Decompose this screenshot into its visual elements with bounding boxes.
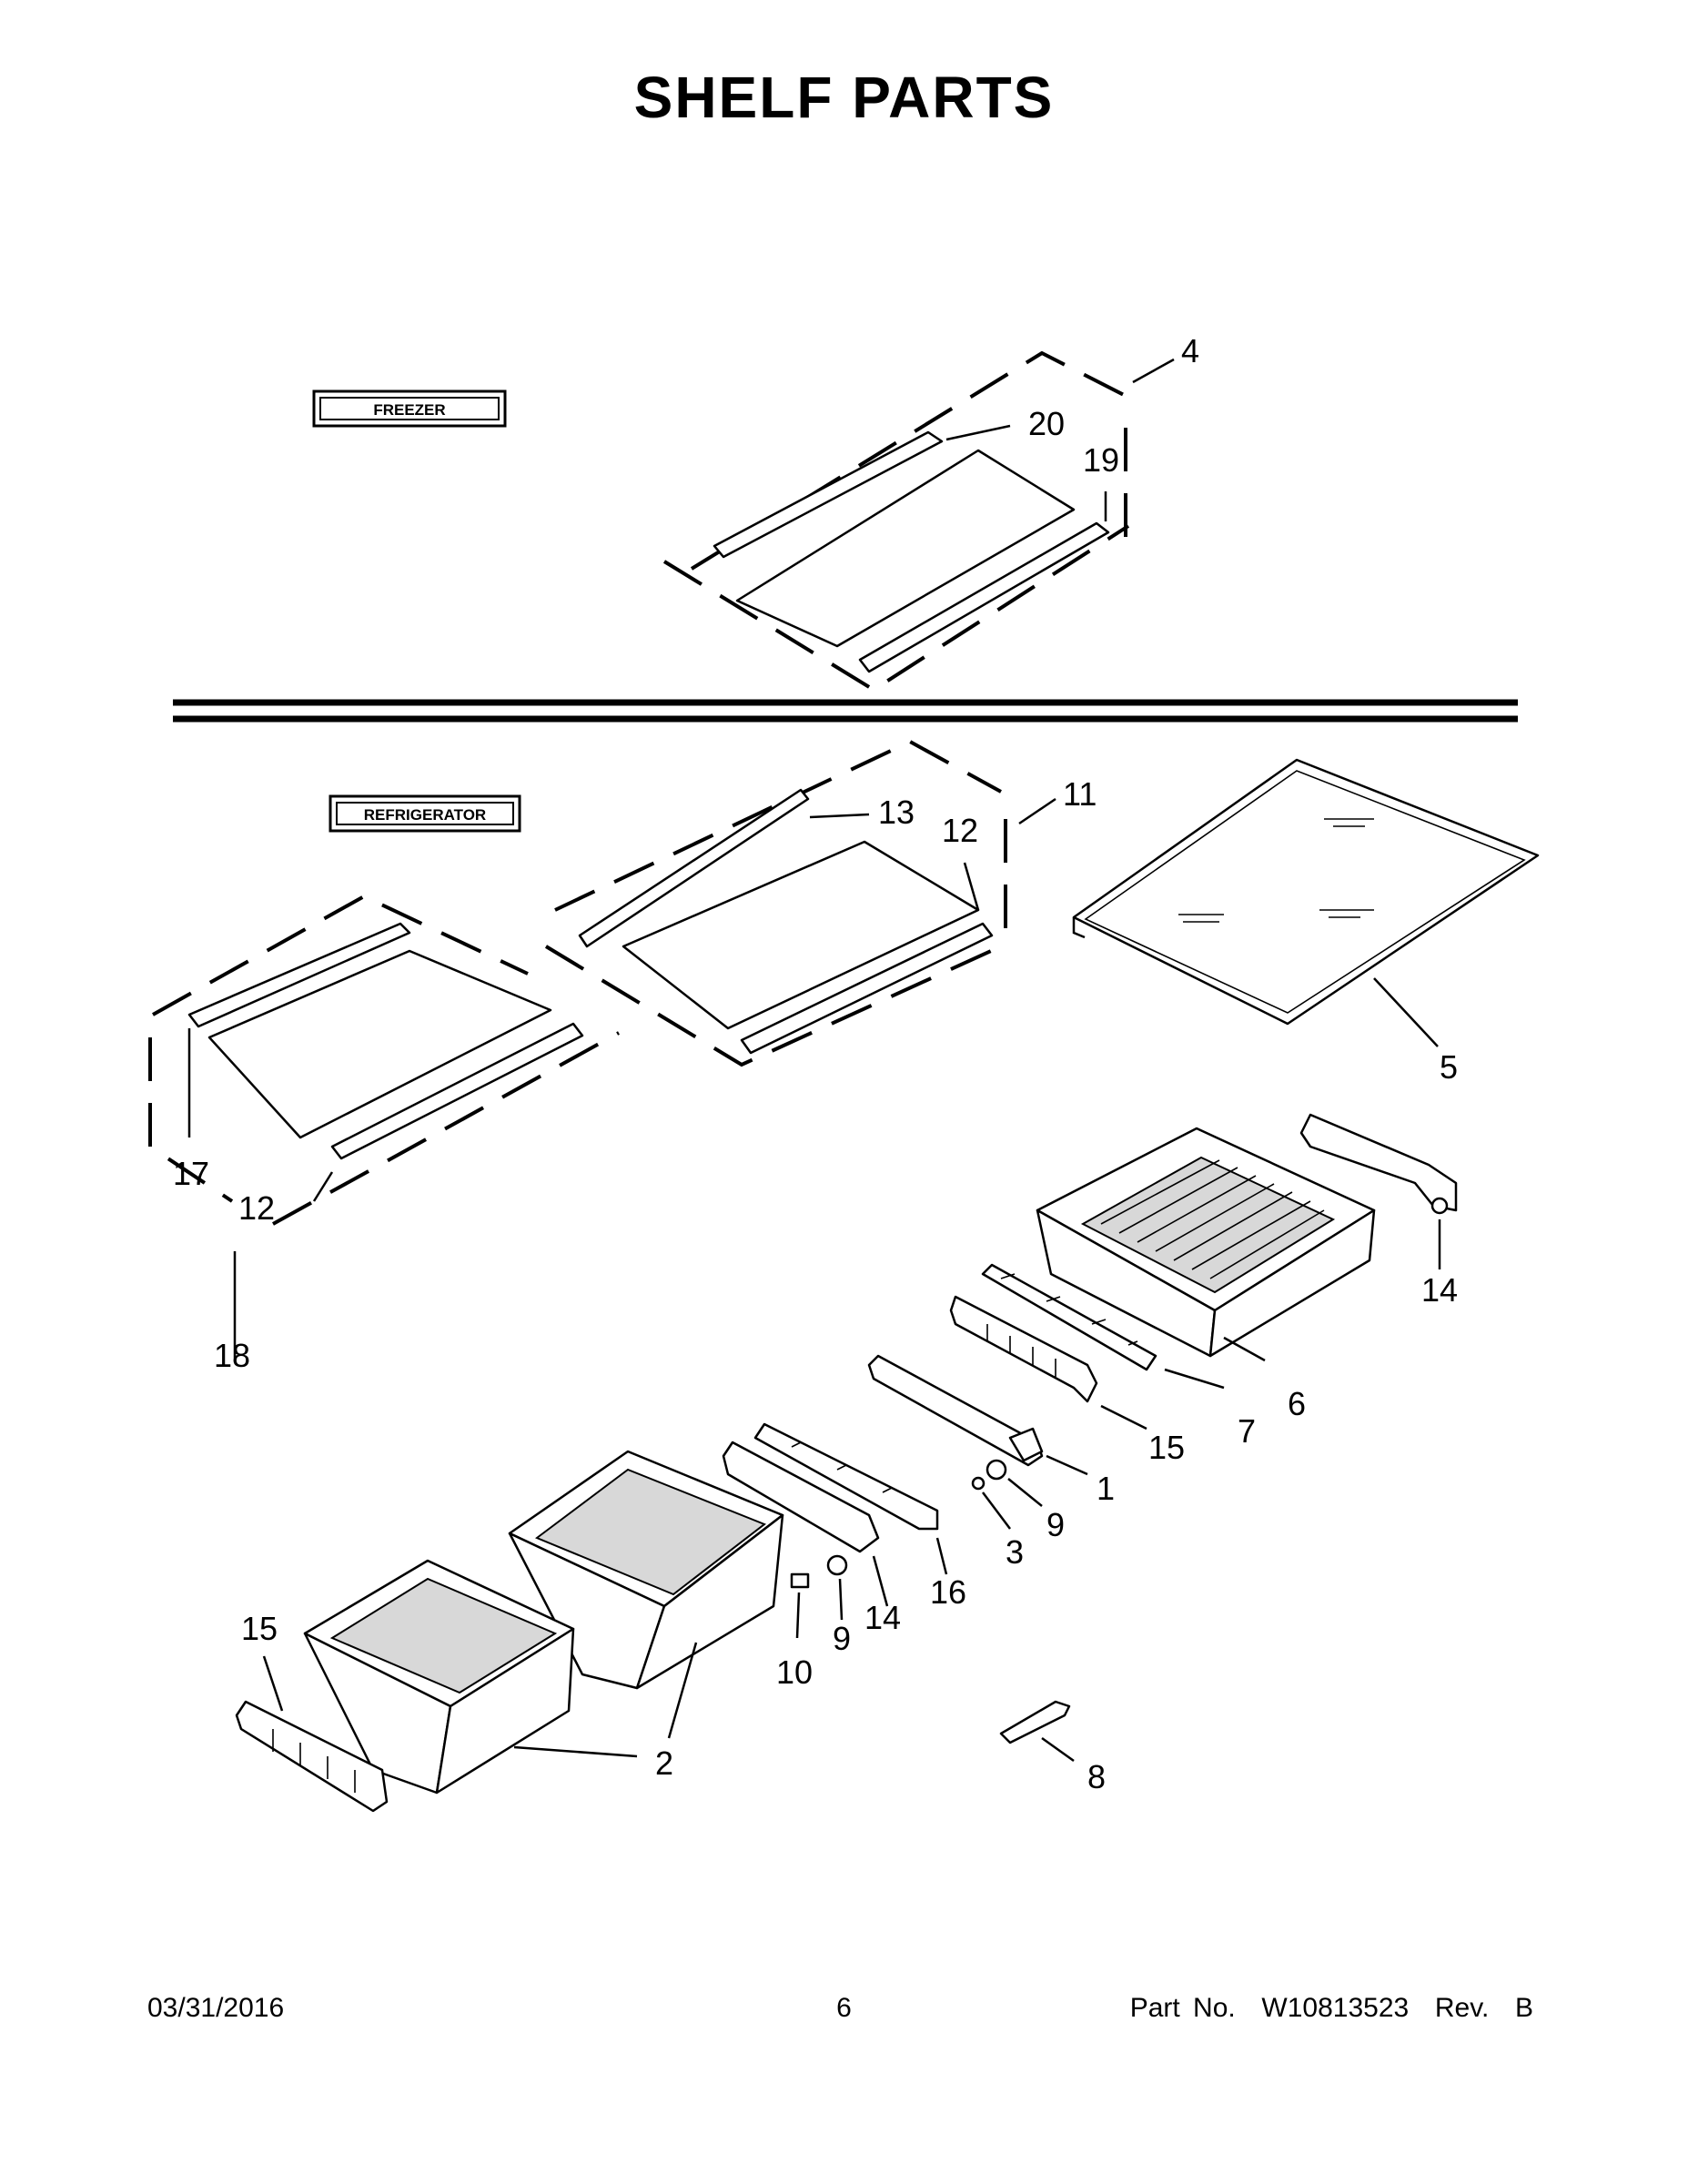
footer-date: 03/31/2016	[147, 1993, 285, 2023]
freezer-shelf-assembly-4	[662, 350, 1175, 693]
callout-15-upper: 15	[1148, 1429, 1185, 1466]
middle-shelf-rear-trim-13	[578, 788, 810, 948]
callout-16: 16	[930, 1573, 966, 1611]
callout-labels: 4 20 19 11 13 12 12 17 18 5 14 6 7 15 1 …	[173, 332, 1458, 1795]
refrigerator-shelf-assembly-11	[544, 739, 1056, 1067]
callout-10: 10	[776, 1653, 813, 1691]
callout-8: 8	[1087, 1758, 1106, 1795]
left-shelf-glass	[207, 949, 552, 1139]
left-shelf-rear-trim-17	[187, 922, 411, 1028]
callout-6: 6	[1288, 1385, 1306, 1422]
callout-17: 17	[173, 1155, 209, 1192]
callout-5: 5	[1440, 1048, 1458, 1086]
callout-20: 20	[1028, 405, 1065, 442]
callout-12-left: 12	[238, 1189, 275, 1227]
wheel-9-lower	[826, 1554, 848, 1621]
callout-9-lower: 9	[833, 1620, 851, 1657]
crisper-drawer-upper	[508, 1450, 784, 1739]
freezer-front-trim-19	[858, 521, 1110, 673]
callout-14-lower: 14	[864, 1599, 901, 1636]
callout-7: 7	[1238, 1412, 1256, 1450]
callout-4: 4	[1181, 332, 1199, 369]
callout-12-middle: 12	[942, 812, 978, 849]
freezer-label: FREEZER	[373, 401, 445, 419]
crisper-tray-6	[1036, 1127, 1376, 1362]
middle-shelf-front-trim-12	[740, 922, 994, 1055]
crisper-drawer-lower	[303, 1559, 638, 1795]
refrigerator-label: REFRIGERATOR	[364, 806, 486, 824]
callout-15-lower: 15	[241, 1610, 278, 1647]
freezer-glass-panel	[735, 449, 1076, 648]
left-shelf-front-trim-12	[330, 1022, 584, 1160]
refrigerator-label-box: REFRIGERATOR	[329, 794, 521, 833]
slide-14-lower	[722, 1441, 889, 1607]
wheel-9-upper	[971, 1459, 1043, 1530]
footer-part-number: Part No. W10813523 Rev. B	[1129, 1993, 1533, 2023]
cover-support-7	[981, 1263, 1225, 1390]
callout-18: 18	[214, 1337, 250, 1374]
callout-13: 13	[878, 794, 915, 831]
callout-1: 1	[1097, 1470, 1115, 1507]
support-16	[753, 1422, 948, 1575]
callout-11: 11	[1063, 775, 1097, 813]
slide-15-upper	[949, 1295, 1147, 1431]
slide-15-lower	[235, 1655, 389, 1813]
slide-1	[867, 1354, 1088, 1476]
freezer-label-box: FREEZER	[312, 389, 507, 428]
callout-9-upper: 9	[1046, 1506, 1065, 1543]
footer-page-number: 6	[836, 1993, 852, 2023]
middle-shelf-glass	[622, 840, 980, 1030]
right-slide-14	[1299, 1113, 1458, 1269]
glass-shelf-5	[1072, 758, 1540, 1047]
axle-10	[790, 1572, 810, 1639]
freezer-rear-trim-20	[713, 430, 944, 559]
callout-14-right: 14	[1421, 1271, 1458, 1309]
refrigerator-shelf-assembly-18	[148, 894, 620, 1360]
bracket-8	[999, 1700, 1075, 1763]
callout-2: 2	[655, 1744, 673, 1782]
callout-19: 19	[1083, 441, 1119, 479]
callout-3: 3	[1006, 1533, 1024, 1571]
page-title: SHELF PARTS	[633, 65, 1055, 130]
